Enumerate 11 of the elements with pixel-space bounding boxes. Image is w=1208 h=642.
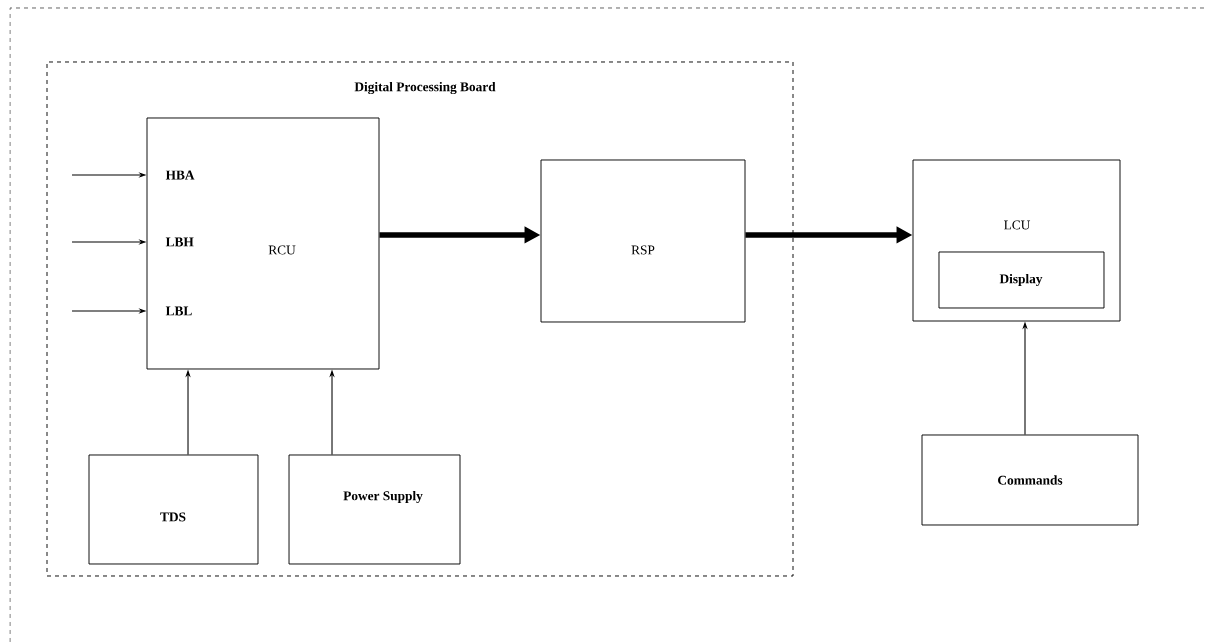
board-title: Digital Processing Board [354,81,496,95]
block-label: TDS [160,512,186,522]
block-label: Commands [998,475,1063,485]
port-label: HBA [165,170,195,180]
block-label: RCU [268,245,296,255]
block-label: Display [999,273,1043,287]
block-label: Power Supply [343,490,423,504]
port-label: LBH [165,237,194,247]
port-label: LBL [165,306,192,316]
block-label: RSP [631,245,655,255]
block-label: LCU [1004,220,1031,230]
